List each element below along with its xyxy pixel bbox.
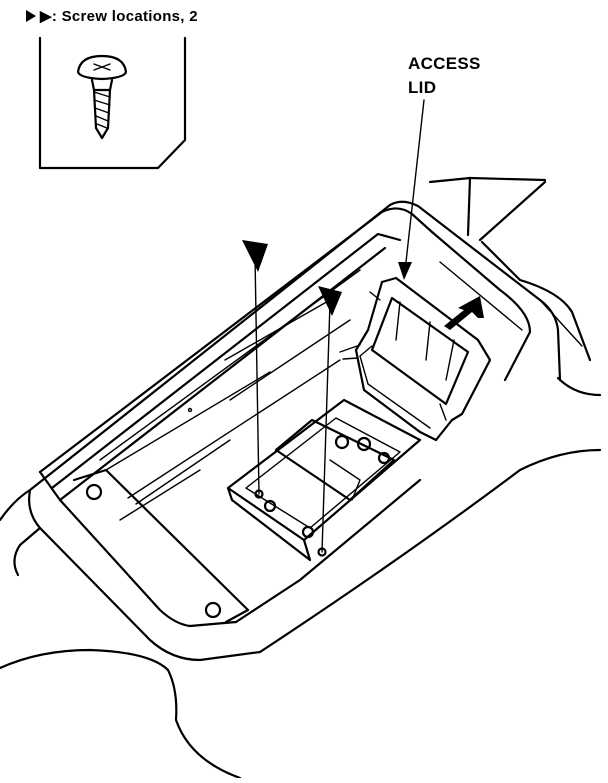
legend-text: ▶: Screw locations, 2: [40, 8, 198, 25]
callout-leader: [398, 99, 425, 280]
tray-interior: [72, 269, 381, 624]
console-outer: [0, 176, 602, 780]
callout-label-line2: LID: [408, 78, 437, 97]
screw-icon: [76, 54, 128, 140]
access-lid: [339, 276, 492, 442]
legend-box: [38, 36, 187, 170]
bracket: [226, 398, 422, 562]
screw-marker-1: [242, 240, 268, 495]
triangle-marker-icon: [26, 10, 36, 22]
arrow-icon: [444, 296, 484, 330]
screw-marker-2: [318, 286, 342, 553]
callout-label-line1: ACCESS: [408, 54, 481, 73]
